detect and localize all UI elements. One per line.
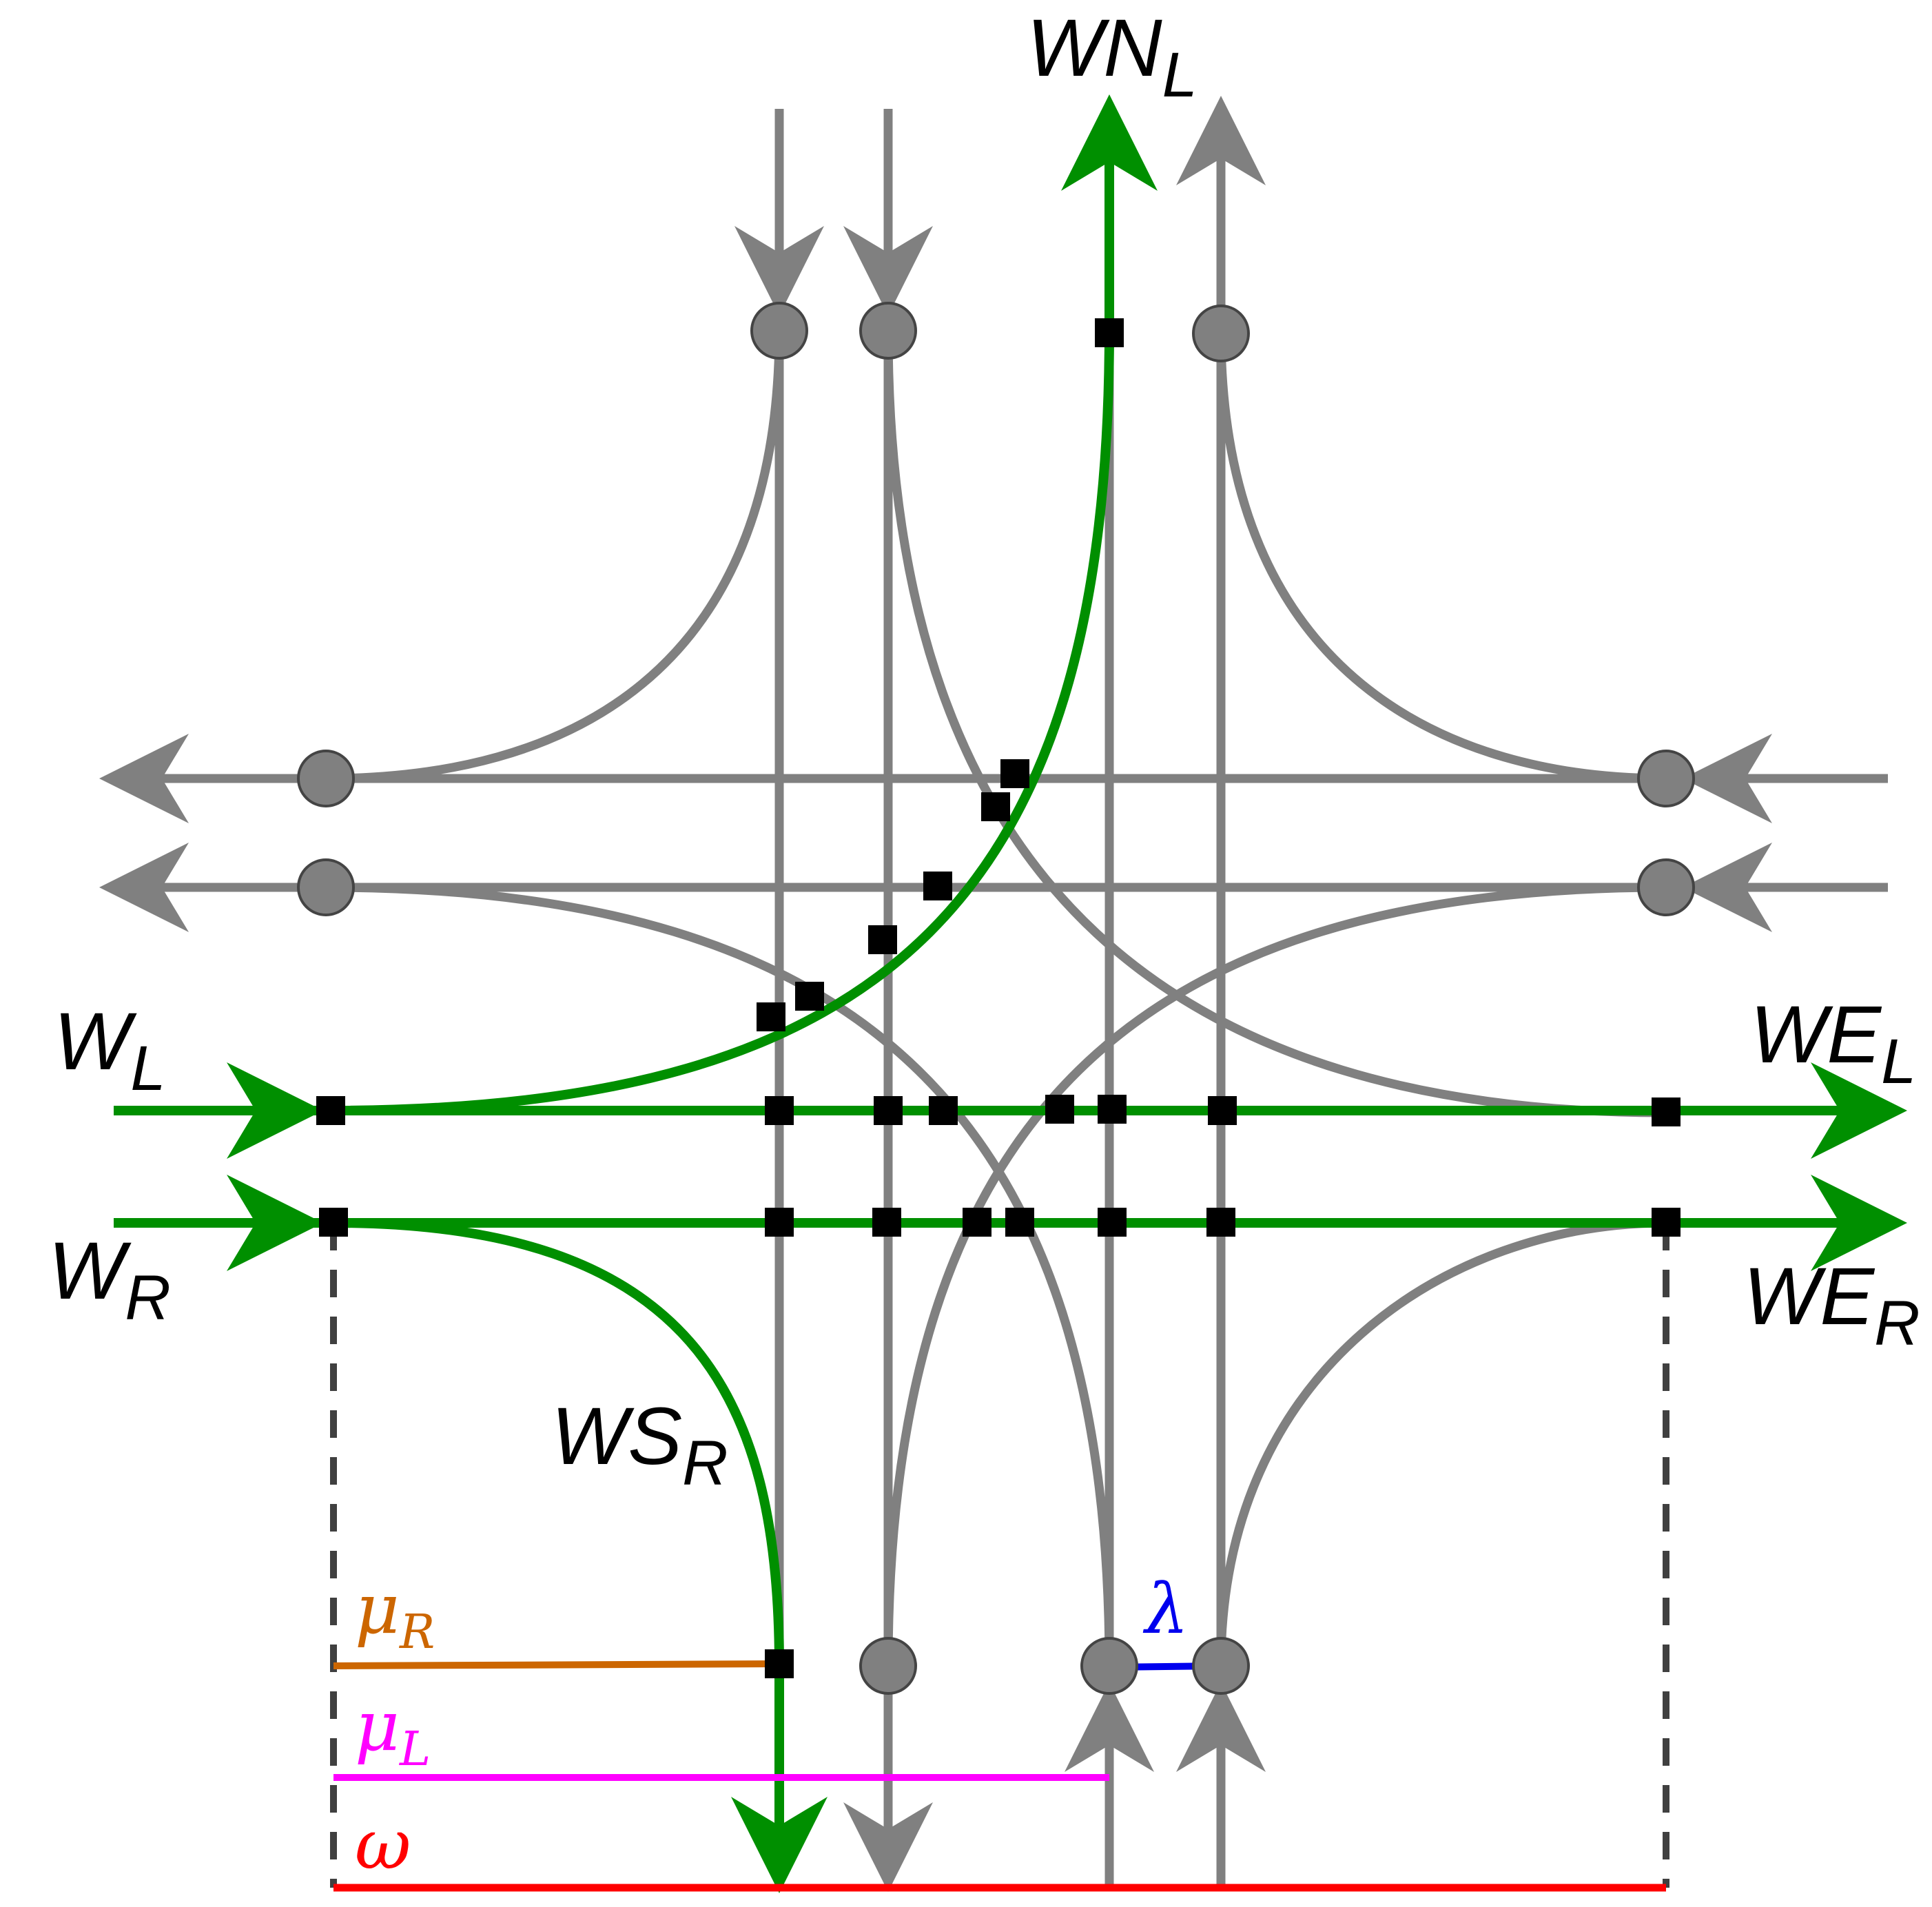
label-WNL-main: WN <box>1027 3 1162 94</box>
conflict-point <box>319 1208 348 1237</box>
label-WER-main: WE <box>1743 1251 1875 1342</box>
label-mu-L: μL <box>355 1686 431 1777</box>
conflict-point <box>1208 1096 1237 1125</box>
conflict-point <box>795 982 824 1011</box>
turning-roads <box>325 330 1667 1667</box>
node-west-out-2 <box>297 858 355 916</box>
conflict-point <box>1098 1208 1127 1237</box>
label-WEL-main: WE <box>1750 989 1882 1080</box>
conflict-point <box>923 872 952 900</box>
conflict-point <box>872 1208 901 1237</box>
measurement-lines <box>333 1660 1666 1892</box>
conflict-point <box>765 1649 794 1678</box>
label-WL-sub: L <box>130 1033 165 1104</box>
label-lambda: λ <box>1142 1569 1189 1649</box>
label-WSR: WSR <box>551 1391 728 1498</box>
conflict-point <box>868 925 897 954</box>
turn-north-in-to-west-out <box>325 330 784 783</box>
node-south-2 <box>859 1637 917 1695</box>
turn-east-out-to-south-in <box>883 883 1667 1667</box>
label-WL-main: W <box>54 996 137 1087</box>
label-WNL-sub: L <box>1162 40 1198 110</box>
label-WER-sub: R <box>1874 1288 1920 1359</box>
conflict-point <box>1098 1095 1127 1124</box>
path-WL-to-WNL <box>330 330 1114 1115</box>
node-north-2 <box>859 302 917 360</box>
turn-east-in-to-north-out <box>1216 330 1667 783</box>
turn-north-in-to-east-out <box>883 330 1667 1117</box>
conflict-point <box>1000 759 1029 788</box>
node-west-out-1 <box>297 750 355 807</box>
conflict-point <box>757 1002 785 1031</box>
conflict-point <box>765 1208 794 1237</box>
turn-west-out-to-south-in <box>325 883 1114 1667</box>
region-boundaries <box>330 1223 1669 1888</box>
conflict-point <box>1095 318 1124 347</box>
label-WSR-sub: R <box>682 1428 728 1498</box>
conflict-point <box>1652 1097 1681 1126</box>
mu-R-line <box>333 1660 780 1669</box>
label-omega: ω <box>355 1804 411 1885</box>
label-mu-R-sub: R <box>398 1605 435 1660</box>
conflict-point <box>765 1096 794 1125</box>
path-WR-to-WSR <box>333 1218 784 1667</box>
conflict-points <box>316 318 1681 1678</box>
node-east-in-2 <box>1637 858 1695 916</box>
node-north-4 <box>1192 305 1250 362</box>
turn-south-in-to-east-out <box>1216 1218 1667 1667</box>
label-WEL: WEL <box>1750 989 1916 1097</box>
conflict-point <box>1206 1208 1235 1237</box>
conflict-point <box>963 1208 991 1237</box>
labels: WNL WL WR WEL WER WSR μR μL ω λ <box>48 3 1920 1885</box>
conflict-point <box>1005 1208 1034 1237</box>
node-north-1 <box>750 302 808 360</box>
node-east-in-1 <box>1637 750 1695 807</box>
conflict-point <box>1652 1208 1681 1237</box>
conflict-point <box>929 1096 958 1125</box>
label-WSR-main: WS <box>551 1391 682 1482</box>
conflict-point <box>316 1096 345 1125</box>
label-WL: WL <box>54 996 166 1104</box>
conflict-point <box>1045 1095 1074 1124</box>
label-WNL: WNL <box>1027 3 1198 110</box>
highlighted-paths <box>114 94 1907 1893</box>
label-mu-R-main: μ <box>355 1569 400 1649</box>
lane-nodes <box>297 302 1695 1695</box>
label-WR-main: W <box>48 1226 132 1317</box>
label-WR-sub: R <box>125 1263 170 1333</box>
label-mu-R: μR <box>355 1569 435 1660</box>
label-mu-L-main: μ <box>355 1686 400 1766</box>
conflict-point <box>874 1096 903 1125</box>
node-south-3 <box>1080 1637 1138 1695</box>
conflict-point <box>981 792 1010 821</box>
label-mu-L-sub: L <box>398 1722 431 1777</box>
node-south-4 <box>1192 1637 1250 1695</box>
label-WEL-sub: L <box>1881 1027 1916 1097</box>
label-WER: WER <box>1743 1251 1920 1359</box>
label-WR: WR <box>48 1226 171 1333</box>
